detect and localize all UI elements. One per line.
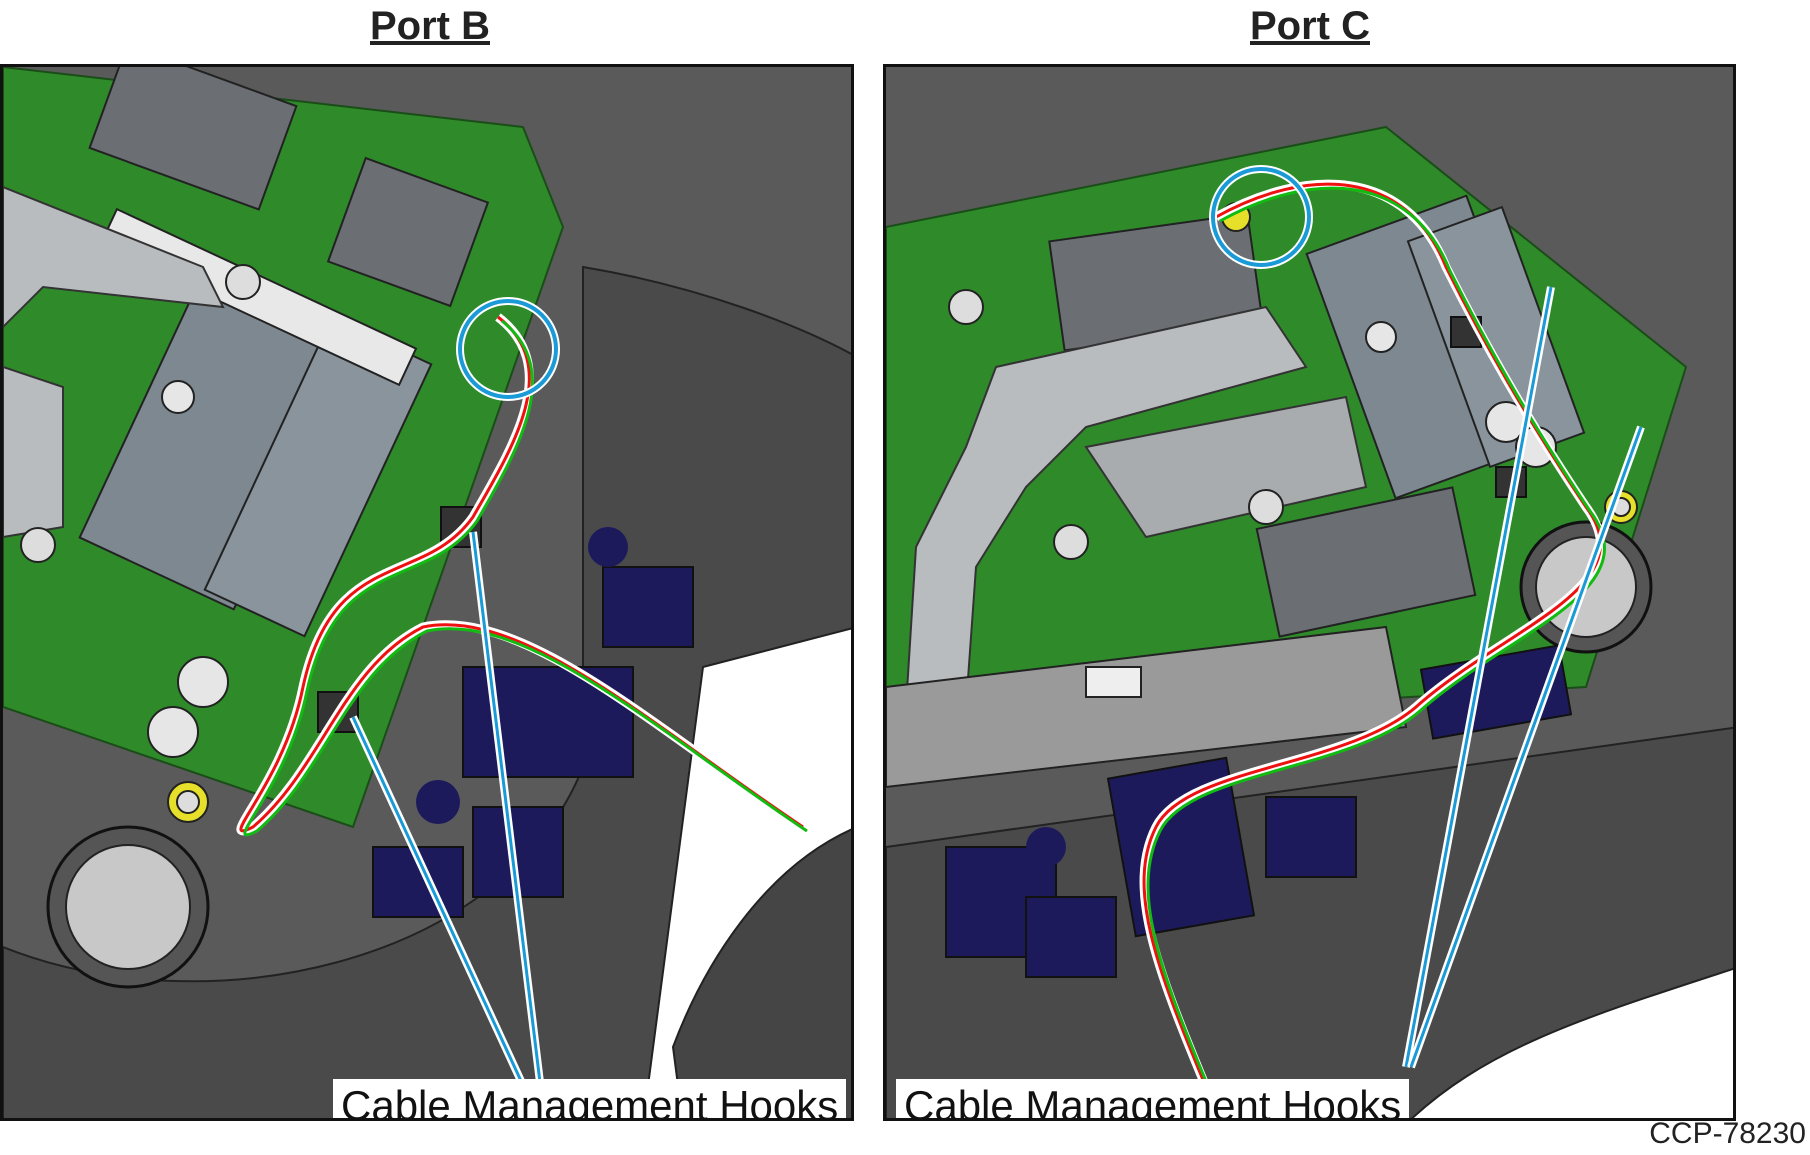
port-b-diagram: Cable Management Hooks <box>0 64 854 1121</box>
port-b-title: Port B <box>370 4 490 48</box>
document-id: CCP-78230 <box>1649 1117 1806 1150</box>
port-c-illustration <box>886 67 1733 1118</box>
cable-management-hooks-label: Cable Management Hooks <box>896 1079 1410 1118</box>
cable-management-hooks-label: Cable Management Hooks <box>333 1079 847 1118</box>
port-b-illustration <box>3 67 851 1118</box>
port-c-diagram: Cable Management Hooks <box>883 64 1736 1121</box>
port-c-title: Port C <box>1250 4 1370 48</box>
